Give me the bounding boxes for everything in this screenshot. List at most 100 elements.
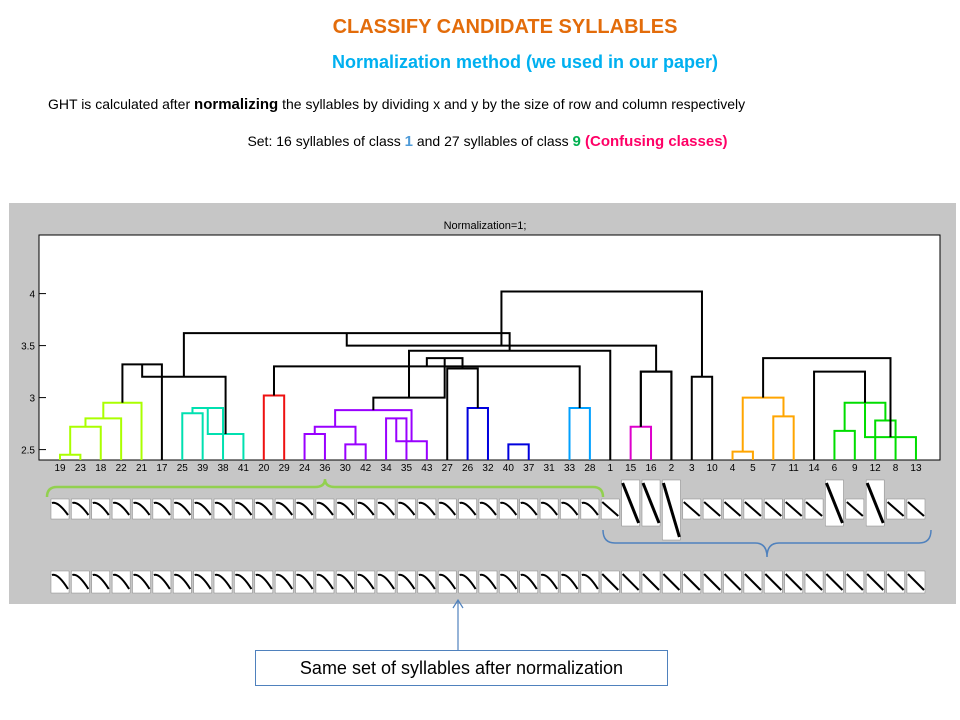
syllable-stroke	[459, 573, 477, 590]
leaf-label: 26	[462, 463, 474, 474]
syllable-stroke	[683, 501, 701, 517]
syllable-thumbnail	[274, 570, 294, 594]
leaf-label: 4	[730, 463, 736, 474]
syllable-thumbnail	[295, 570, 314, 594]
syllable-thumbnail	[91, 570, 111, 594]
normalization-callout: Same set of syllables after normalizatio…	[255, 650, 668, 686]
set-text-middle: and 27 syllables of class	[412, 133, 573, 149]
syllable-stroke	[561, 501, 579, 516]
leaf-label: 12	[870, 463, 882, 474]
syllable-stroke	[316, 573, 334, 590]
syllable-stroke	[500, 573, 518, 590]
syllable-stroke	[235, 501, 253, 516]
leaf-label: 3	[689, 463, 695, 474]
class-a-number: 1	[404, 133, 413, 150]
syllable-stroke	[296, 573, 314, 590]
slide-title: CLASSIFY CANDIDATE SYLLABLES	[332, 16, 678, 38]
syllable-stroke	[133, 501, 151, 516]
syllable-stroke	[764, 501, 782, 517]
syllable-stroke	[744, 573, 762, 591]
leaf-label: 20	[258, 463, 270, 474]
syllable-stroke	[337, 501, 355, 516]
ght-description: GHT is calculated after normalizing the …	[48, 96, 745, 113]
dendrogram-link	[262, 394, 286, 460]
leaf-label: 9	[852, 463, 858, 474]
dendrogram-title: Normalization=1;	[444, 220, 527, 232]
syllable-stroke	[764, 573, 783, 591]
leaf-label: 29	[279, 463, 291, 474]
syllable-stroke	[112, 501, 130, 516]
syllable-stroke	[601, 573, 619, 591]
syllable-stroke	[744, 501, 762, 517]
syllable-stroke	[621, 482, 641, 524]
syllable-stroke	[907, 501, 925, 517]
syllable-stroke	[72, 501, 90, 516]
ght-text-after: the syllables by dividing x and y by the…	[278, 96, 746, 112]
syllable-thumbnail	[499, 570, 518, 594]
syllable-stroke	[723, 501, 742, 517]
syllable-thumbnail	[71, 570, 90, 594]
syllable-stroke	[540, 573, 558, 590]
syllable-stroke	[865, 482, 885, 524]
leaf-label: 32	[482, 463, 494, 474]
dendrogram-link	[181, 412, 204, 460]
leaf-label: 23	[75, 463, 87, 474]
syllable-stroke	[398, 573, 416, 590]
dendrogram-link	[762, 357, 892, 438]
leaf-label: 41	[238, 463, 250, 474]
syllable-thumbnail	[437, 570, 457, 594]
brace-class-1	[602, 529, 932, 558]
syllable-stroke	[784, 573, 803, 591]
syllable-stroke	[662, 573, 681, 591]
dendrogram-link	[334, 409, 413, 442]
slide-subtitle: Normalization method (we used in our pap…	[331, 52, 719, 72]
syllable-stroke	[296, 501, 314, 516]
syllable-thumbnail	[132, 570, 151, 594]
syllable-stroke	[785, 501, 803, 517]
leaf-label: 17	[156, 463, 168, 474]
syllable-stroke	[846, 501, 864, 517]
syllable-thumbnail	[397, 570, 416, 594]
leaf-label: 42	[360, 463, 372, 474]
syllable-stroke	[133, 573, 151, 590]
leaf-label: 36	[319, 463, 331, 474]
leaf-label: 10	[707, 463, 719, 474]
leaf-label: 8	[893, 463, 899, 474]
syllable-thumbnail	[315, 570, 335, 594]
dendrogram-link	[639, 370, 673, 460]
leaf-label: 43	[421, 463, 433, 474]
syllable-thumbnail	[539, 570, 559, 594]
leaf-label: 31	[544, 463, 556, 474]
syllable-thumbnail	[376, 570, 396, 594]
syllable-stroke	[438, 573, 457, 590]
syllable-stroke	[703, 501, 721, 517]
syllable-stroke	[255, 501, 273, 516]
leaf-label: 25	[177, 463, 189, 474]
leaf-label: 27	[442, 463, 454, 474]
syllable-stroke	[479, 573, 497, 590]
syllable-stroke	[377, 573, 395, 590]
confusing-classes-note: (Confusing classes)	[580, 133, 728, 150]
ght-bold-word: normalizing	[194, 96, 279, 113]
syllable-stroke	[661, 482, 681, 538]
syllable-stroke	[520, 501, 538, 516]
up-arrow-icon	[452, 598, 464, 650]
syllable-stroke	[255, 573, 273, 590]
syllable-stroke	[112, 573, 130, 590]
leaf-label: 6	[832, 463, 838, 474]
leaf-label: 7	[771, 463, 777, 474]
syllable-stroke	[683, 573, 701, 591]
ght-text-before: GHT is calculated after	[48, 96, 195, 112]
syllable-stroke	[846, 573, 864, 591]
syllable-thumbnail	[560, 570, 579, 594]
syllable-stroke	[500, 501, 518, 516]
syllable-stroke	[540, 501, 558, 516]
leaf-label: 1	[607, 463, 613, 474]
syllable-stroke	[92, 573, 110, 590]
syllable-thumbnail	[336, 570, 355, 594]
group-braces	[45, 478, 932, 558]
leaf-label: 28	[584, 463, 596, 474]
leaf-label: 35	[401, 463, 413, 474]
